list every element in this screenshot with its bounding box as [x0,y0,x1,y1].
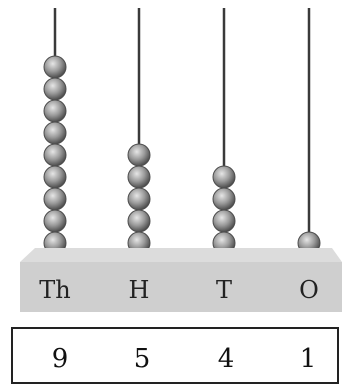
abacus-beads [43,55,321,255]
abacus-base-front [20,262,342,312]
number-box: 9 5 4 1 [11,327,339,384]
place-label-thousands: Th [39,276,70,304]
bead-thousands [43,77,67,101]
bead-thousands [43,165,67,189]
bead-hundreds [127,165,151,189]
digit-thousands: 9 [52,344,69,374]
bead-tens [212,209,236,233]
abacus-base: Th H T O [20,248,342,312]
place-label-hundreds: H [129,276,150,304]
bead-thousands [43,121,67,145]
digit-ones: 1 [300,344,317,374]
digit-hundreds: 5 [134,344,151,374]
bead-tens [212,165,236,189]
abacus-base-top [20,248,342,262]
digit-tens: 4 [218,344,235,374]
abacus-rods [53,8,311,248]
bead-tens [212,187,236,211]
bead-hundreds [127,209,151,233]
place-label-ones: O [299,276,319,304]
bead-thousands [43,143,67,167]
bead-thousands [43,55,67,79]
bead-thousands [43,187,67,211]
place-label-tens: T [216,276,232,304]
bead-thousands [43,209,67,233]
bead-hundreds [127,187,151,211]
bead-hundreds [127,143,151,167]
bead-thousands [43,99,67,123]
number-box-border [11,327,339,384]
